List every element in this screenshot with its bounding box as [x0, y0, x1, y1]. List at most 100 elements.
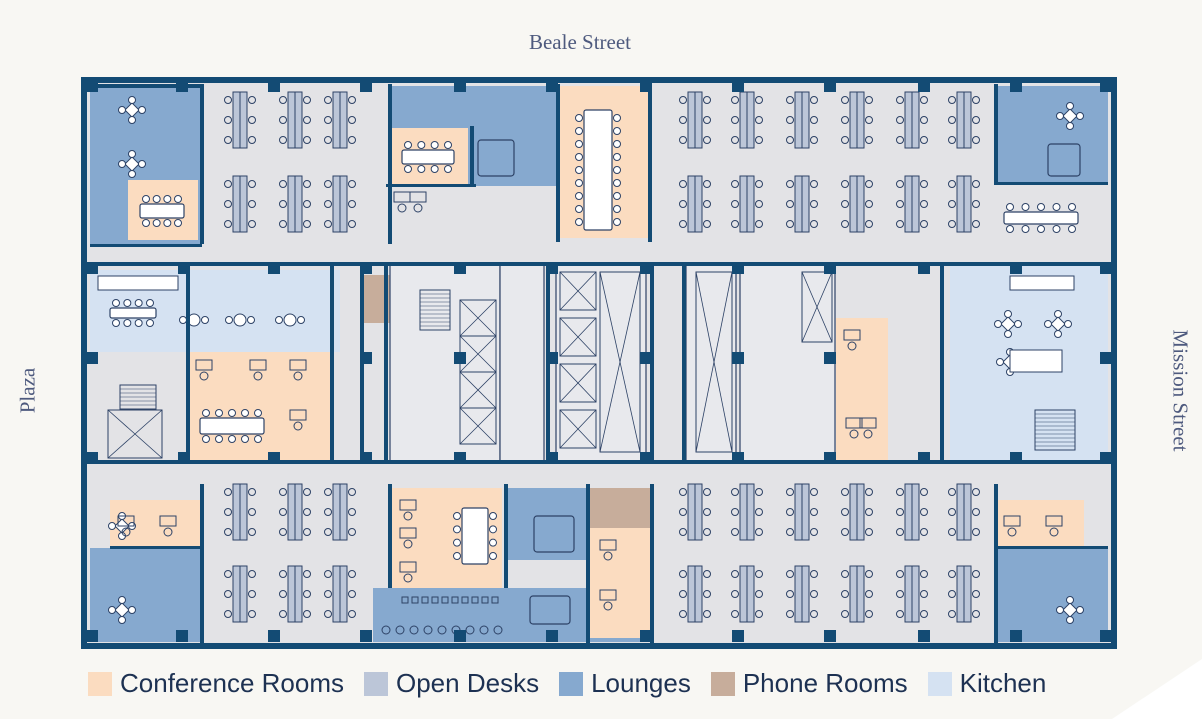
chair-icon	[896, 610, 904, 618]
interior-wall	[90, 84, 200, 88]
chair-icon	[348, 96, 356, 104]
chair-icon	[248, 590, 256, 598]
chair-icon	[679, 488, 687, 496]
chair-icon	[201, 316, 209, 324]
conference-room-east-a	[836, 318, 888, 370]
structural-column	[546, 352, 558, 364]
structural-column	[178, 262, 190, 274]
chair-icon	[994, 320, 1002, 328]
desk-cluster	[679, 483, 711, 541]
structural-column	[454, 262, 466, 274]
chair-icon	[703, 220, 711, 228]
structural-column	[1100, 262, 1112, 274]
chair-icon	[972, 488, 980, 496]
desk-cluster	[841, 483, 873, 541]
structural-column	[640, 80, 652, 92]
chair-icon	[1068, 203, 1076, 211]
desk-cluster	[948, 175, 980, 233]
chair-icon	[1066, 102, 1074, 110]
chair-icon	[679, 528, 687, 536]
structural-column	[546, 630, 558, 642]
chair-icon	[703, 180, 711, 188]
chair-icon	[896, 488, 904, 496]
chair-icon	[972, 570, 980, 578]
chair-icon	[972, 136, 980, 144]
chair-icon	[703, 590, 711, 598]
chair-icon	[841, 200, 849, 208]
elevator-shaft	[107, 409, 163, 459]
elevator-cross	[695, 271, 733, 453]
chair-icon	[489, 525, 497, 534]
chair-icon	[810, 136, 818, 144]
chair-icon	[810, 220, 818, 228]
structural-column	[86, 452, 98, 464]
elevator-cross	[459, 335, 497, 373]
chair-icon	[279, 180, 287, 188]
structural-column	[732, 262, 744, 274]
chair-icon	[896, 200, 904, 208]
elevator-shaft	[559, 363, 597, 403]
chair-icon	[1006, 225, 1014, 233]
chair-icon	[247, 316, 255, 324]
desk-cluster	[896, 565, 928, 623]
elevator-shaft	[559, 409, 597, 449]
exterior-wall	[81, 77, 1117, 649]
seat	[431, 596, 439, 604]
chair-icon	[972, 180, 980, 188]
chair-icon	[224, 200, 232, 208]
chair-icon	[972, 610, 980, 618]
chair-icon	[603, 551, 613, 561]
interior-wall	[200, 484, 204, 644]
chair-icon	[248, 610, 256, 618]
lounge-table	[114, 602, 130, 618]
chair-icon	[679, 136, 687, 144]
elevator-cross	[599, 271, 641, 453]
desk-cluster	[786, 91, 818, 149]
chair-icon	[444, 165, 452, 173]
chair-icon	[755, 610, 763, 618]
chair-icon	[444, 141, 452, 149]
chair-icon	[575, 179, 583, 187]
chair-icon	[437, 625, 447, 635]
chair-icon	[810, 508, 818, 516]
legend-swatch	[88, 671, 112, 696]
chair-icon	[128, 96, 136, 104]
chair-icon	[241, 409, 249, 417]
chair-icon	[453, 552, 461, 560]
seat	[441, 596, 449, 604]
chair-icon	[279, 116, 287, 124]
chair-icon	[863, 429, 873, 439]
seat	[471, 596, 479, 604]
desk-cluster	[679, 175, 711, 233]
chair-icon	[202, 409, 210, 417]
chair-icon	[613, 166, 621, 174]
desk-cluster	[948, 565, 980, 623]
chair-icon	[755, 116, 763, 124]
kitchen-island	[1009, 349, 1063, 373]
structural-column	[546, 262, 558, 274]
chair-icon	[731, 590, 739, 598]
round-table	[233, 313, 247, 327]
office-desk	[843, 329, 861, 341]
chair-icon	[303, 180, 311, 188]
chair-icon	[215, 435, 223, 443]
structural-column	[1100, 452, 1112, 464]
chair-icon	[224, 96, 232, 104]
chair-icon	[1052, 203, 1061, 211]
core-block	[685, 264, 737, 462]
chair-icon	[810, 96, 818, 104]
structural-column	[454, 452, 466, 464]
legend-label: Phone Rooms	[742, 668, 908, 698]
chair-icon	[841, 570, 849, 578]
elevator-cross	[559, 271, 597, 311]
chair-icon	[972, 528, 980, 536]
chair-icon	[224, 488, 232, 496]
lounge-sw	[90, 548, 200, 642]
chair-icon	[118, 596, 126, 604]
chair-icon	[228, 435, 236, 443]
interior-wall	[86, 460, 1112, 464]
map-legend: Conference Rooms Open Desks Lounges Phon…	[88, 668, 1066, 699]
legend-swatch	[559, 671, 584, 696]
chair-icon	[755, 508, 763, 516]
chair-icon	[303, 528, 311, 536]
